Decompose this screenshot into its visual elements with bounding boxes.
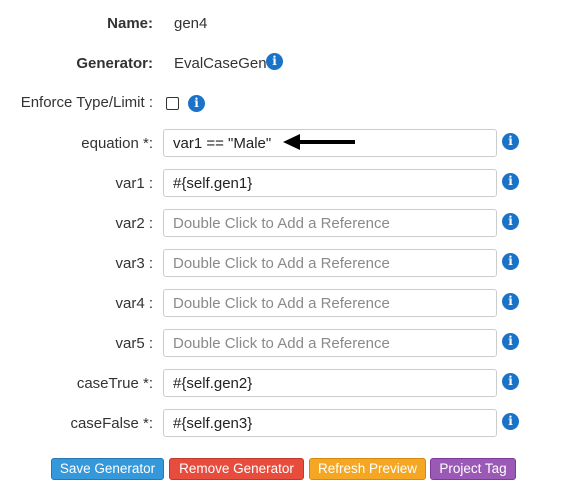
project-tag-button[interactable]: Project Tag: [430, 458, 516, 480]
casefalse-info-icon[interactable]: i: [502, 413, 519, 430]
var1-label: var1 :: [115, 175, 153, 192]
enforce-row: Enforce Type/Limit : i: [0, 87, 561, 119]
casefalse-label: caseFalse *:: [70, 415, 153, 432]
var5-input[interactable]: [163, 329, 497, 357]
casetrue-label: caseTrue *:: [76, 375, 153, 392]
var2-row: var2 : i: [0, 208, 561, 240]
var2-input[interactable]: [163, 209, 497, 237]
equation-label: equation *:: [81, 135, 153, 152]
arrow-left-icon: [283, 134, 355, 150]
var3-row: var3 : i: [0, 248, 561, 280]
casetrue-input[interactable]: [163, 369, 497, 397]
casefalse-input[interactable]: [163, 409, 497, 437]
var3-info-icon[interactable]: i: [502, 253, 519, 270]
equation-info-icon[interactable]: i: [502, 133, 519, 150]
name-label: Name:: [107, 15, 153, 32]
enforce-label: Enforce Type/Limit :: [20, 94, 153, 111]
var1-input[interactable]: [163, 169, 497, 197]
var5-label: var5 :: [115, 335, 153, 352]
var4-info-icon[interactable]: i: [502, 293, 519, 310]
name-value: gen4: [174, 15, 208, 32]
generator-row: Generator: EvalCaseGen i: [0, 48, 561, 80]
var5-row: var5 : i: [0, 328, 561, 360]
var2-info-icon[interactable]: i: [502, 213, 519, 230]
save-generator-button[interactable]: Save Generator: [51, 458, 164, 480]
enforce-info-icon[interactable]: i: [188, 95, 205, 112]
casetrue-row: caseTrue *: i: [0, 368, 561, 400]
var4-input[interactable]: [163, 289, 497, 317]
var4-row: var4 : i: [0, 288, 561, 320]
var5-info-icon[interactable]: i: [502, 333, 519, 350]
var4-label: var4 :: [115, 295, 153, 312]
enforce-checkbox[interactable]: [166, 97, 179, 110]
var2-label: var2 :: [115, 215, 153, 232]
generator-value: EvalCaseGen: [174, 55, 267, 72]
var1-info-icon[interactable]: i: [502, 173, 519, 190]
var3-label: var3 :: [115, 255, 153, 272]
var3-input[interactable]: [163, 249, 497, 277]
equation-row: equation *: i: [0, 128, 561, 160]
generator-info-icon[interactable]: i: [266, 53, 283, 70]
remove-generator-button[interactable]: Remove Generator: [169, 458, 304, 480]
casefalse-row: caseFalse *: i: [0, 408, 561, 440]
refresh-preview-button[interactable]: Refresh Preview: [309, 458, 426, 480]
var1-row: var1 : i: [0, 168, 561, 200]
generator-label: Generator:: [76, 55, 153, 72]
name-row: Name: gen4: [0, 8, 561, 40]
casetrue-info-icon[interactable]: i: [502, 373, 519, 390]
